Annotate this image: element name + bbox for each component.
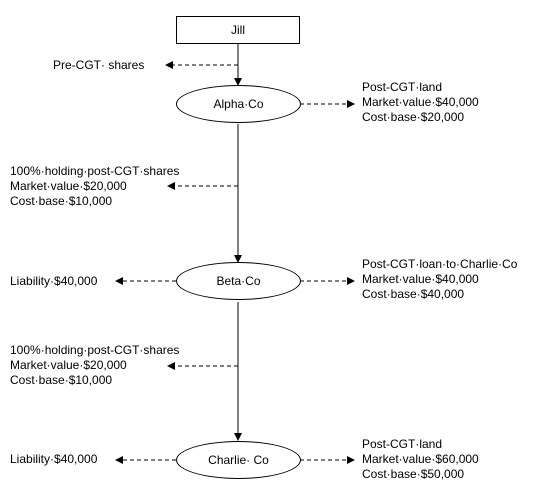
jill-label: Jill: [231, 23, 245, 37]
alpha-asset-label: Post-CGT·land Market·value·$40,000 Cost·…: [362, 80, 479, 125]
beta-co-label: Beta·Co: [216, 274, 261, 288]
beta-asset-line-2: Market·value·$40,000: [362, 272, 479, 286]
alpha-holding-label: 100%·holding·post-CGT·shares Market·valu…: [10, 164, 179, 209]
alpha-asset-line-1: Post-CGT·land: [362, 80, 443, 94]
alpha-holding-line-3: Cost·base·$10,000: [10, 194, 113, 208]
beta-asset-label: Post-CGT·loan·to·Charlie·Co Market·value…: [362, 257, 517, 302]
alpha-co-node: Alpha·Co: [176, 85, 301, 123]
charlie-liability-label: Liability·$40,000: [10, 452, 97, 467]
beta-co-node: Beta·Co: [176, 262, 301, 300]
beta-holding-line-2: Market·value·$20,000: [10, 358, 127, 372]
charlie-asset-line-3: Cost·base·$50,000: [362, 467, 465, 481]
beta-holding-label: 100%·holding·post-CGT·shares Market·valu…: [10, 343, 179, 388]
beta-holding-line-3: Cost·base·$10,000: [10, 373, 113, 387]
charlie-co-label: Charlie· Co: [208, 453, 269, 467]
beta-liability-text: Liability·$40,000: [10, 274, 98, 288]
charlie-liability-text: Liability·$40,000: [10, 452, 98, 466]
beta-asset-line-1: Post-CGT·loan·to·Charlie·Co: [362, 257, 518, 271]
charlie-co-node: Charlie· Co: [176, 441, 301, 479]
pre-cgt-text: Pre-CGT· shares: [53, 58, 145, 72]
alpha-holding-line-2: Market·value·$20,000: [10, 179, 127, 193]
beta-liability-label: Liability·$40,000: [10, 274, 97, 289]
charlie-asset-line-1: Post-CGT·land: [362, 437, 443, 451]
beta-holding-line-1: 100%·holding·post-CGT·shares: [10, 343, 180, 357]
pre-cgt-shares-label: Pre-CGT· shares: [53, 58, 144, 73]
alpha-asset-line-3: Cost·base·$20,000: [362, 110, 465, 124]
jill-node: Jill: [176, 16, 300, 44]
charlie-asset-label: Post-CGT·land Market·value·$60,000 Cost·…: [362, 437, 479, 482]
alpha-holding-line-1: 100%·holding·post-CGT·shares: [10, 164, 180, 178]
alpha-asset-line-2: Market·value·$40,000: [362, 95, 479, 109]
charlie-asset-line-2: Market·value·$60,000: [362, 452, 479, 466]
beta-asset-line-3: Cost·base·$40,000: [362, 287, 465, 301]
alpha-co-label: Alpha·Co: [213, 97, 264, 111]
